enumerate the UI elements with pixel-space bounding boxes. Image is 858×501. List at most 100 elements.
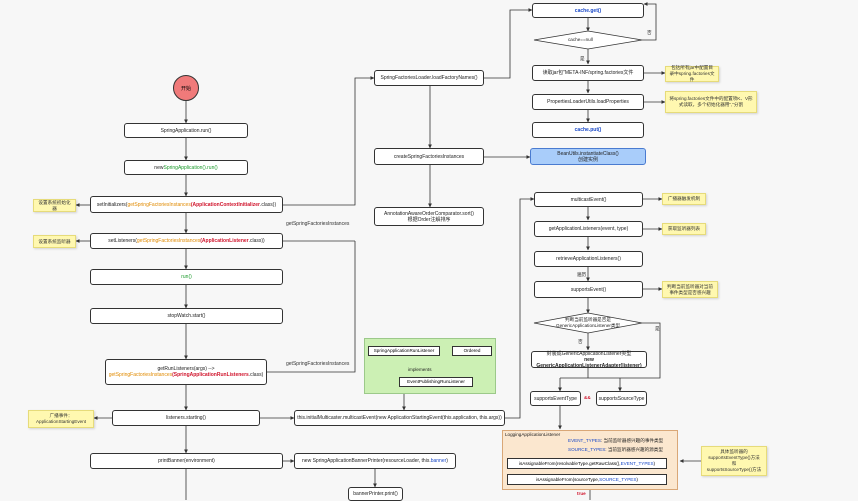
node-check-source-types: isAssignableFrom(sourceType, SOURCE_TYPE… bbox=[507, 474, 667, 485]
note-getlisteners-text: 获取监听器列表 bbox=[667, 226, 701, 231]
banner-label: printBanner(environment) bbox=[158, 458, 215, 464]
beanutils-line2: 创建实例 bbox=[577, 156, 598, 163]
note-init-text: 设置系统初始化器 bbox=[38, 199, 71, 211]
generic-yes-text: 是 bbox=[655, 326, 660, 331]
create-label: createSpringFactoriesInstances bbox=[393, 153, 465, 160]
start-node: 开始 bbox=[173, 75, 199, 101]
node-event-publishing: EventPublishingRunListener bbox=[399, 377, 473, 387]
node-supports-event: supportsEvent() bbox=[534, 281, 643, 298]
run2-prefix: new bbox=[154, 164, 164, 171]
sourcetype-label: supportsSourceType bbox=[598, 395, 645, 402]
runlisteners-line2b: (SpringApplicationRunListeners bbox=[172, 372, 249, 378]
generic-yes-label: 是 bbox=[655, 326, 660, 332]
multicast-label: multicastEvent() bbox=[570, 196, 607, 203]
event-types-line: EVENT_TYPES: 当前监听器感兴趣的事件类型 bbox=[568, 438, 663, 444]
and-operator: && bbox=[584, 395, 591, 401]
implements-label: implements bbox=[408, 367, 432, 373]
node-print-banner: printBanner(environment) bbox=[90, 453, 283, 469]
note-set-listeners: 设置系统监听器 bbox=[33, 235, 76, 248]
stopwatch-label: stopWatch.start() bbox=[167, 313, 206, 319]
starting-label: listeners.starting() bbox=[166, 415, 206, 421]
cache-no-text: 否 bbox=[647, 30, 652, 35]
init-d: .class)) bbox=[260, 201, 277, 208]
generic-no-text: 否 bbox=[578, 339, 583, 344]
node-run-listener: SpringApplicationRunListener bbox=[368, 346, 440, 356]
init-b: getSpringFactoriesInstances bbox=[127, 201, 191, 208]
node-read-factories: 读取jar包"META-INF/spring.factories文件 bbox=[532, 65, 644, 81]
logging-title: LoggingApplicationListener bbox=[505, 432, 560, 438]
listen-b: getSpringFactoriesInstances bbox=[136, 238, 201, 244]
node-starting-multicast: this.initialMulticaster.multicastEvent(n… bbox=[294, 410, 505, 426]
note-get-listeners: 获取监听器列表 bbox=[662, 223, 706, 235]
true-text: true bbox=[577, 491, 586, 496]
retrieve-label: retrieveApplicationListeners() bbox=[556, 256, 621, 262]
node-set-initializers: setInitializers(getSpringFactoriesInstan… bbox=[90, 196, 283, 213]
decision-line1: 判断当前监听器是否是 bbox=[565, 317, 611, 322]
note-multicast: 广播器触发机制 bbox=[662, 193, 706, 205]
node-load-factory-names: SpringFactoriesLoader.loadFactoryNames() bbox=[374, 70, 484, 86]
interest-line3: 和 bbox=[731, 461, 737, 466]
traverse-text: 遍历 bbox=[577, 272, 587, 277]
banner-highlight: banner bbox=[430, 458, 447, 464]
check1-a: isAssignableFrom(resolvableType.getRawCl… bbox=[518, 460, 621, 466]
note-starting-text: 广播事件：ApplicationStartingEvent bbox=[35, 413, 87, 424]
runlisteners-line2a: getSpringFactoriesInstances bbox=[108, 372, 173, 378]
node-banner-print: bannerPrinter.print() bbox=[348, 487, 403, 501]
check1-c: ) bbox=[653, 460, 656, 466]
gsfi1-text: getSpringFactoriesInstances bbox=[286, 221, 350, 227]
note-multicast-text: 广播器触发机制 bbox=[667, 196, 701, 201]
node-ordered: Ordered bbox=[452, 346, 492, 356]
node-multicast-event: multicastEvent() bbox=[534, 192, 643, 207]
node-check-event-types: isAssignableFrom(resolvableType.getRawCl… bbox=[507, 458, 667, 469]
check2-c: ) bbox=[636, 476, 638, 482]
node-supports-source-type: supportsSourceType bbox=[596, 391, 647, 406]
banner-prefix: new SpringApplicationBannerPrinter(resou… bbox=[302, 458, 431, 464]
publishing-text: EventPublishingRunListener bbox=[407, 379, 465, 384]
label-gsfi-1: getSpringFactoriesInstances bbox=[286, 221, 349, 227]
true-label: true bbox=[577, 491, 586, 497]
sort-line1: AnnotationAwareOrderComparator.sort() bbox=[384, 210, 474, 217]
node-get-run-listeners: getRunListeners(args) --> getSpringFacto… bbox=[105, 359, 267, 385]
adapter-line1: 封装成GenericApplicationListener类型 bbox=[546, 350, 632, 357]
source-types-text: : 当前监听器感兴趣的源类型 bbox=[605, 447, 663, 452]
listen-d: .class)) bbox=[248, 238, 265, 244]
note-starting-event: 广播事件：ApplicationStartingEvent bbox=[28, 410, 94, 428]
init-c: (ApplicationContextInitializer bbox=[190, 201, 260, 208]
node-set-listeners: setListeners(getSpringFactoriesInstances… bbox=[90, 233, 283, 249]
run3-label: run() bbox=[181, 274, 192, 280]
eventtype-label: supportsEventType bbox=[534, 395, 577, 402]
source-types-line: SOURCE_TYPES: 当前监听器感兴趣的源类型 bbox=[568, 447, 663, 453]
supports-label: supportsEvent() bbox=[570, 286, 607, 293]
adapter-line2: new GenericApplicationListenerAdapter(li… bbox=[536, 356, 642, 369]
generic-no-label: 否 bbox=[578, 339, 583, 345]
node-listener-adapter: 封装成GenericApplicationListener类型 new Gene… bbox=[531, 350, 647, 369]
note-interest-methods: 具体监听器的 supportsEventType()方法 和 supportsS… bbox=[701, 446, 767, 476]
check2-a: isAssignableFrom(sourceType, bbox=[536, 476, 600, 482]
note-set-initializers: 设置系统初始化器 bbox=[33, 199, 76, 212]
node-run: run() bbox=[90, 269, 283, 285]
cache-null-decision-shape bbox=[533, 30, 643, 50]
event-types-text: : 当前监听器感兴趣的事件类型 bbox=[600, 438, 664, 443]
node-cache-get: cache.get() bbox=[532, 3, 644, 18]
run1-label: SpringApplication.run() bbox=[160, 127, 212, 134]
starting-call-label: this.initialMulticaster.multicastEvent(n… bbox=[297, 415, 502, 421]
cache-decision-text: cache==null bbox=[568, 37, 593, 43]
note-listen-text: 设置系统监听器 bbox=[38, 238, 71, 244]
gsfi2-text: getSpringFactoriesInstances bbox=[286, 361, 350, 367]
note-read-text: 包括所有jar中配置目录中spring.factories文件 bbox=[669, 65, 715, 82]
runlisteners-line2c: .class) bbox=[248, 372, 264, 378]
runlistener-text: SpringApplicationRunListener bbox=[373, 348, 435, 353]
traverse-label: 遍历 bbox=[577, 272, 586, 278]
read-label: 读取jar包"META-INF/spring.factories文件 bbox=[542, 70, 634, 76]
bannerprint-label: bannerPrinter.print() bbox=[353, 491, 398, 497]
beanutils-line1: BeanUtils.instantiateClass() bbox=[557, 150, 619, 157]
generic-listener-decision-shape bbox=[533, 312, 643, 334]
cache-put-label: cache.put() bbox=[574, 127, 602, 133]
node-cache-put: cache.put() bbox=[532, 122, 644, 138]
start-label: 开始 bbox=[180, 85, 191, 92]
note-supports-text: 判断当前监听器对当前事件类型是否感兴趣 bbox=[667, 283, 713, 295]
logging-title-text: LoggingApplicationListener bbox=[505, 432, 561, 437]
node-supports-event-type: supportsEventType bbox=[530, 391, 581, 406]
node-bean-utils: BeanUtils.instantiateClass() 创建实例 bbox=[530, 148, 646, 165]
